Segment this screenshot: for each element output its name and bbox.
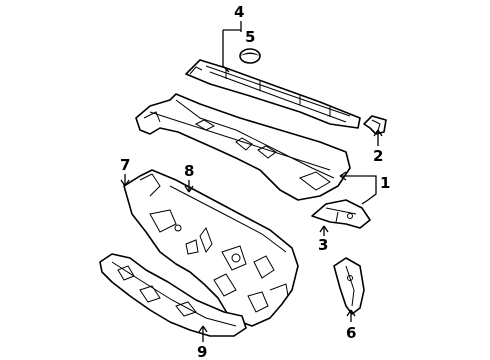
callout-7: 7: [120, 156, 130, 174]
callout-6: 6: [346, 324, 356, 342]
callout-8: 8: [184, 162, 194, 180]
callout-5: 5: [245, 28, 255, 46]
leader-6: [346, 309, 356, 322]
leader-3: [319, 225, 329, 236]
callout-4: 4: [234, 3, 244, 21]
part-3-bracket: [311, 199, 371, 229]
callout-3: 3: [318, 236, 328, 254]
part-6-side-bracket: [333, 257, 365, 315]
callout-2: 2: [373, 147, 383, 165]
leader-1: [339, 171, 377, 182]
callout-1: 1: [380, 174, 390, 192]
leader-2: [373, 129, 383, 146]
leader-9: [198, 325, 208, 342]
part-9-insulator: [99, 253, 247, 337]
leader-1-branch: [361, 182, 377, 205]
part-5-grommet: [239, 48, 261, 64]
part-2-bracket: [363, 115, 387, 135]
callout-9: 9: [197, 343, 207, 360]
leader-7: [120, 174, 130, 187]
part-4-cowl-top-panel: [185, 59, 361, 129]
part-1-cowl-panel: [135, 93, 351, 201]
leader-4-branch: [222, 29, 241, 73]
leader-8: [184, 180, 194, 193]
part-7-dash-panel: [123, 169, 299, 327]
